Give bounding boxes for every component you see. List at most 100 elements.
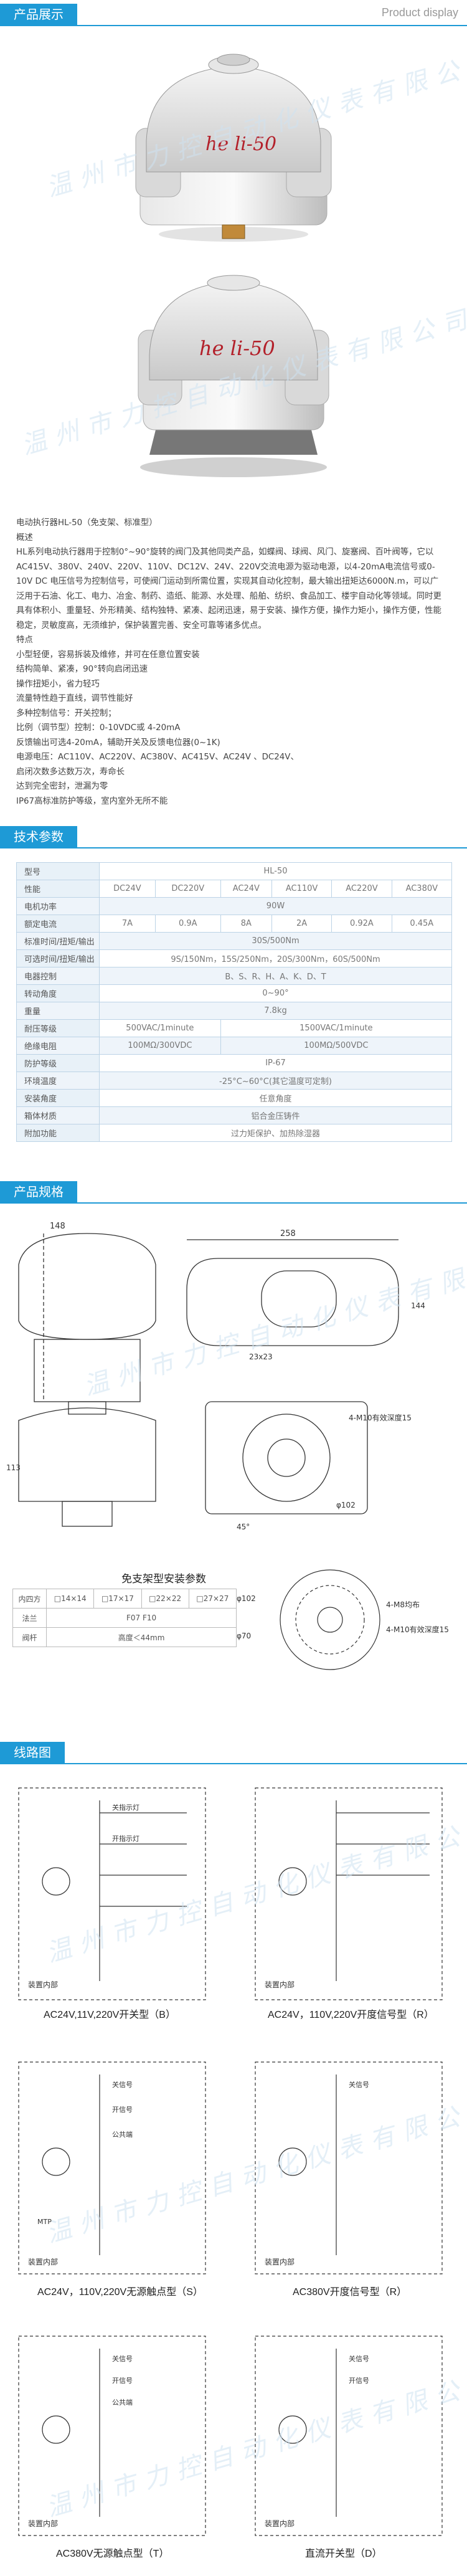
- wiring-caption: AC380V开度信号型（R）: [293, 2287, 407, 2298]
- table-row: 额定电流 7A 0.9A 8A 2A 0.92A 0.45A: [16, 915, 453, 933]
- wiring-diagram-s: 关信号 开信号 公共端 MTP 装置内部: [18, 2061, 206, 2274]
- wiring-label: 开信号: [112, 2106, 133, 2114]
- desc-line: 比例（调节型）控制：0-10VDC或 4-20mA: [16, 723, 181, 733]
- dim-label: φ102: [237, 1594, 256, 1603]
- wiring-label: 公共端: [112, 2131, 133, 2139]
- dim-label: 45°: [237, 1523, 250, 1531]
- product-description: 电动执行器HL-50（免支架、标准型） 概述 HL系列电动执行器用于控制0°~9…: [16, 516, 446, 809]
- section-header-spec: 产品规格: [0, 1177, 467, 1205]
- section-title: 技术参数: [0, 826, 77, 847]
- wiring-caption: AC24V,11V,220V开关型（B）: [44, 2010, 176, 2020]
- bracket-table-title: 免支架型安装参数: [121, 1573, 206, 1585]
- spec-label: 可选时间/扭矩/输出: [16, 949, 100, 967]
- desc-line: HL系列电动执行器用于控制0°~90°旋转的阀门及其他同类产品，如蝶阀、球阀、风…: [16, 548, 441, 630]
- wiring-label: 装置内部: [28, 2257, 58, 2266]
- wiring-label: MTP: [37, 2218, 52, 2226]
- dim-label: 148: [50, 1222, 65, 1231]
- spec-value: 30S/500Nm: [99, 932, 452, 950]
- desc-line: 特点: [16, 635, 33, 645]
- desc-line: IP67高标准防护等级，室内室外无所不能: [16, 796, 168, 806]
- wiring-label: 开指示灯: [112, 1834, 139, 1843]
- spec-cell: 0.9A: [154, 915, 221, 933]
- section-title: 产品规格: [0, 1181, 77, 1202]
- wiring-caption: AC380V无源触点型（T）: [56, 2549, 169, 2559]
- spec-cell: 0.92A: [331, 915, 392, 933]
- section-divider: [0, 847, 467, 848]
- section-title: 线路图: [0, 1742, 65, 1763]
- spec-value: IP-67: [99, 1054, 452, 1072]
- spec-cell: DC220V: [154, 880, 221, 898]
- wiring-diagram-r2: 关信号 装置内部: [255, 2061, 443, 2274]
- wiring-caption: 直流开关型（D）: [305, 2549, 382, 2559]
- spec-label: 附加功能: [16, 1124, 100, 1142]
- product-photo-1: he li-50 温州市力控自动化仪表有限公司: [0, 29, 467, 265]
- section-divider: [0, 25, 467, 26]
- spec-value: B、S、R、H、A、K、D、T: [99, 967, 452, 985]
- bracket-cell: 高度＜44mm: [46, 1627, 237, 1647]
- spec-value: 铝合金压铸件: [99, 1106, 452, 1124]
- bracket-label: 阀杆: [12, 1627, 47, 1647]
- table-row: 法兰 F07 F10: [12, 1608, 237, 1628]
- spec-value: 100MΩ/500VDC: [220, 1037, 453, 1055]
- wiring-diagram-r: 装置内部: [255, 1787, 443, 2000]
- spec-cell: 2A: [271, 915, 333, 933]
- spec-value: 500VAC/1minute: [99, 1019, 221, 1037]
- spec-value: 9S/150Nm，15S/250Nm，20S/300Nm，60S/500Nm: [99, 949, 452, 967]
- spec-label: 耐压等级: [16, 1019, 100, 1037]
- dim-label: 4-M10有效深度15: [386, 1625, 449, 1634]
- spec-label: 转动角度: [16, 984, 100, 1002]
- dim-label: φ70: [237, 1632, 251, 1640]
- spec-label: 电机功率: [16, 897, 100, 915]
- spec-label: 安装角度: [16, 1089, 100, 1107]
- spec-cell: DC24V: [99, 880, 156, 898]
- spec-value: 任意角度: [99, 1089, 452, 1107]
- product-photo-2: he li-50 温州市力控自动化仪表有限公司: [0, 268, 467, 505]
- brand-logo: he li-50: [199, 336, 275, 360]
- wiring-label: 关信号: [349, 2080, 369, 2089]
- desc-line: 流量特性趋于直线，调节性能好: [16, 694, 133, 703]
- table-row: 电机功率 90W: [16, 897, 452, 915]
- wiring-diagram-t: 关信号 开信号 公共端 装置内部: [18, 2336, 206, 2536]
- desc-line: 结构简单、紧凑，90°转向启闭迅速: [16, 665, 148, 674]
- spec-label: 电器控制: [16, 967, 100, 985]
- table-row: 型号 HL-50: [16, 862, 452, 880]
- dim-label: 4-M8均布: [386, 1600, 420, 1609]
- spec-label: 防护等级: [16, 1054, 100, 1072]
- wiring-label: 装置内部: [265, 2519, 295, 2528]
- dim-label: φ102: [336, 1501, 356, 1509]
- spec-value: 1500VAC/1minute: [220, 1019, 453, 1037]
- section-header-wiring: 线路图: [0, 1738, 467, 1766]
- bracket-cell: □27×27: [188, 1589, 237, 1609]
- dim-label: 23x23: [249, 1352, 273, 1361]
- spec-value: HL-50: [99, 862, 452, 880]
- spec-cell: AC24V: [220, 880, 272, 898]
- wiring-label: 关信号: [112, 2080, 133, 2089]
- table-row: 内四方 □14×14 □17×17 □22×22 □27×27: [12, 1589, 237, 1609]
- bracket-cell: □14×14: [46, 1589, 95, 1609]
- spec-cell: 7A: [99, 915, 156, 933]
- bracket-cell: F07 F10: [46, 1608, 237, 1628]
- spec-label: 重量: [16, 1002, 100, 1020]
- spec-label: 环境温度: [16, 1072, 100, 1090]
- wiring-label: 开信号: [112, 2377, 133, 2385]
- wiring-label: 关信号: [349, 2354, 369, 2363]
- desc-line: 小型轻便，容易拆装及维修，并可在任意位置安装: [16, 650, 200, 660]
- bracket-label: 内四方: [12, 1589, 47, 1609]
- dim-label: 4-M10有效深度15: [349, 1413, 412, 1422]
- spec-label: 型号: [16, 862, 100, 880]
- wiring-label: 装置内部: [265, 2257, 295, 2266]
- section-divider: [0, 1763, 467, 1764]
- spec-label: 额定电流: [16, 915, 100, 933]
- bracket-table: 内四方 □14×14 □17×17 □22×22 □27×27 法兰 F07 F…: [12, 1589, 237, 1647]
- wiring-diagrams: 关指示灯 开指示灯 装置内部 装置内部 关信号 开信号 公共端 MTP 装置内部: [0, 1775, 467, 2574]
- desc-line: 概述: [16, 533, 33, 543]
- section-subtitle: Product display: [381, 6, 458, 19]
- dimension-drawings: 148 258 23x23 144 4-M10有效深度15 φ102 45° 1…: [0, 1215, 467, 1564]
- spec-cell: AC380V: [391, 880, 453, 898]
- desc-line: 多种控制信号：开关控制；: [16, 708, 116, 718]
